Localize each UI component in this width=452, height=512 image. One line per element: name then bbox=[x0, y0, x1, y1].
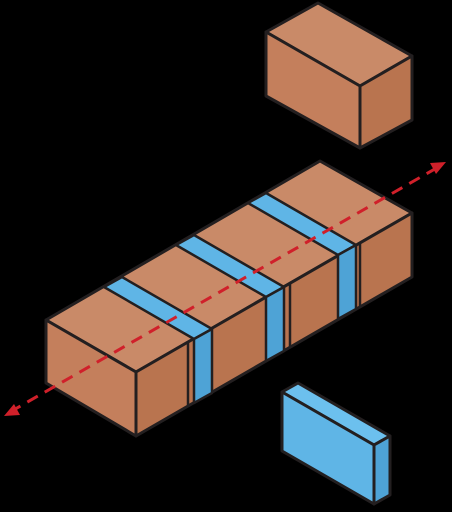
spacer-block-side bbox=[372, 434, 392, 506]
axis-arrowhead-right bbox=[430, 162, 446, 174]
band-3-side bbox=[336, 243, 358, 321]
axis-line bbox=[9, 164, 441, 414]
band-2-side bbox=[264, 285, 286, 363]
single-box-icon bbox=[264, 1, 414, 150]
axis-arrowhead-left bbox=[4, 404, 20, 416]
single-box-side bbox=[358, 54, 414, 150]
spacer-block-icon bbox=[280, 381, 392, 506]
axis-arrow bbox=[4, 162, 446, 416]
box-dividers bbox=[186, 243, 362, 406]
bands bbox=[102, 191, 358, 405]
band-1-side bbox=[192, 327, 214, 405]
